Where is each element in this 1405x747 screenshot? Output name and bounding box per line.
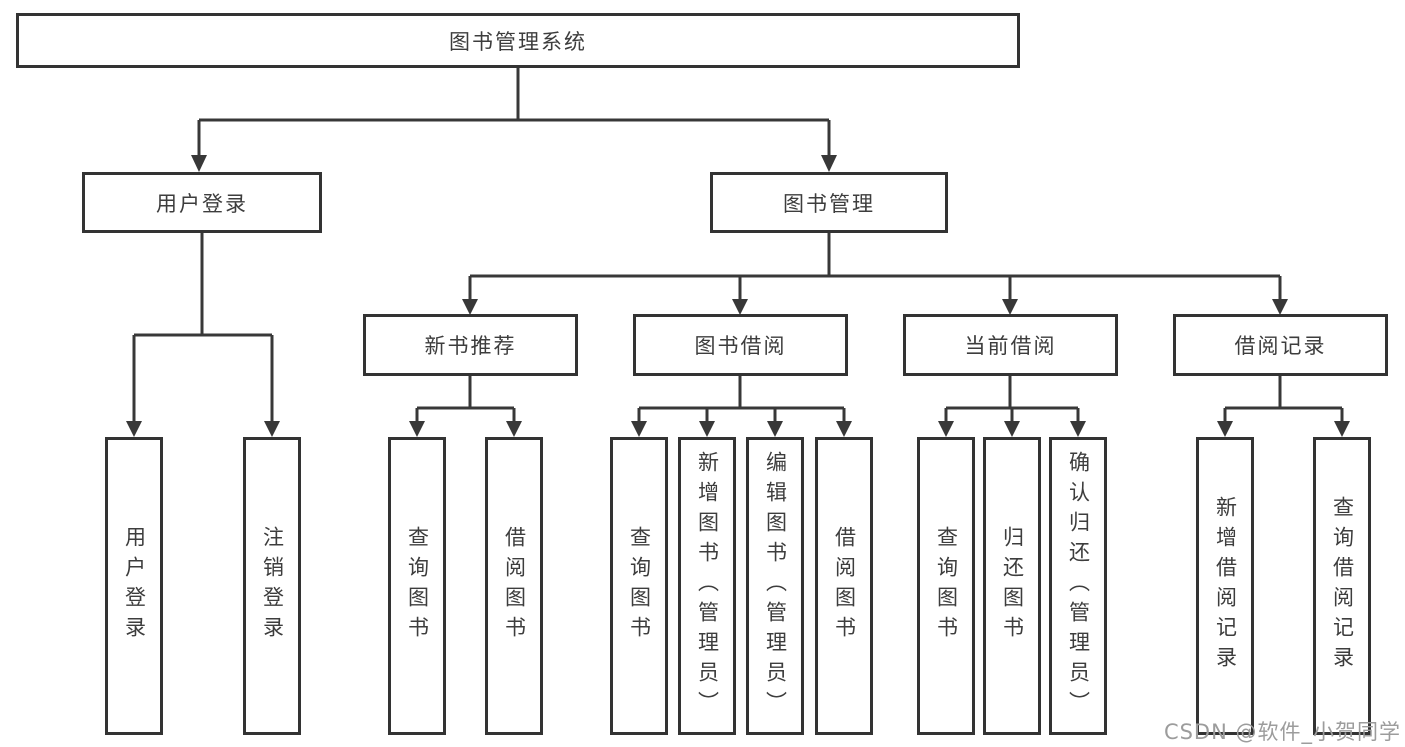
leaf-edit-book-admin: 编辑图书（管理员） [746,437,804,735]
leaf-label: 查询图书 [627,526,652,646]
node-book-borrowing: 图书借阅 [633,314,848,376]
leaf-add-book-admin: 新增图书（管理员） [678,437,736,735]
leaf-confirm-return-admin: 确认归还（管理员） [1049,437,1107,735]
leaf-label: 新增图书（管理员） [695,451,720,721]
leaf-label: 查询图书 [405,526,430,646]
leaf-label: 新增借阅记录 [1213,496,1238,676]
leaf-return-books: 归还图书 [983,437,1041,735]
node-library-management-system: 图书管理系统 [16,13,1020,68]
node-book-management: 图书管理 [710,172,948,233]
node-new-book-recommendation: 新书推荐 [363,314,578,376]
node-borrowing-records: 借阅记录 [1173,314,1388,376]
csdn-watermark: CSDN @软件_小贺同学 [1163,720,1401,744]
leaf-logout: 注销登录 [243,437,301,735]
leaf-label: 查询借阅记录 [1330,496,1355,676]
leaf-borrow-books-recommend: 借阅图书 [485,437,543,735]
leaf-borrow-books: 借阅图书 [815,437,873,735]
leaf-user-login: 用户登录 [105,437,163,735]
leaf-query-books-borrow: 查询图书 [610,437,668,735]
leaf-label: 确认归还（管理员） [1066,451,1091,721]
node-current-borrowing: 当前借阅 [903,314,1118,376]
leaf-label: 借阅图书 [832,526,857,646]
leaf-label: 编辑图书（管理员） [763,451,788,721]
node-user-login: 用户登录 [82,172,322,233]
leaf-add-borrow-record: 新增借阅记录 [1196,437,1254,735]
leaf-label: 借阅图书 [502,526,527,646]
leaf-query-books-recommend: 查询图书 [388,437,446,735]
leaf-label: 查询图书 [934,526,959,646]
leaf-label: 归还图书 [1000,526,1025,646]
leaf-query-books-current: 查询图书 [917,437,975,735]
leaf-label: 注销登录 [260,526,285,646]
leaf-label: 用户登录 [122,526,147,646]
leaf-query-borrow-record: 查询借阅记录 [1313,437,1371,735]
